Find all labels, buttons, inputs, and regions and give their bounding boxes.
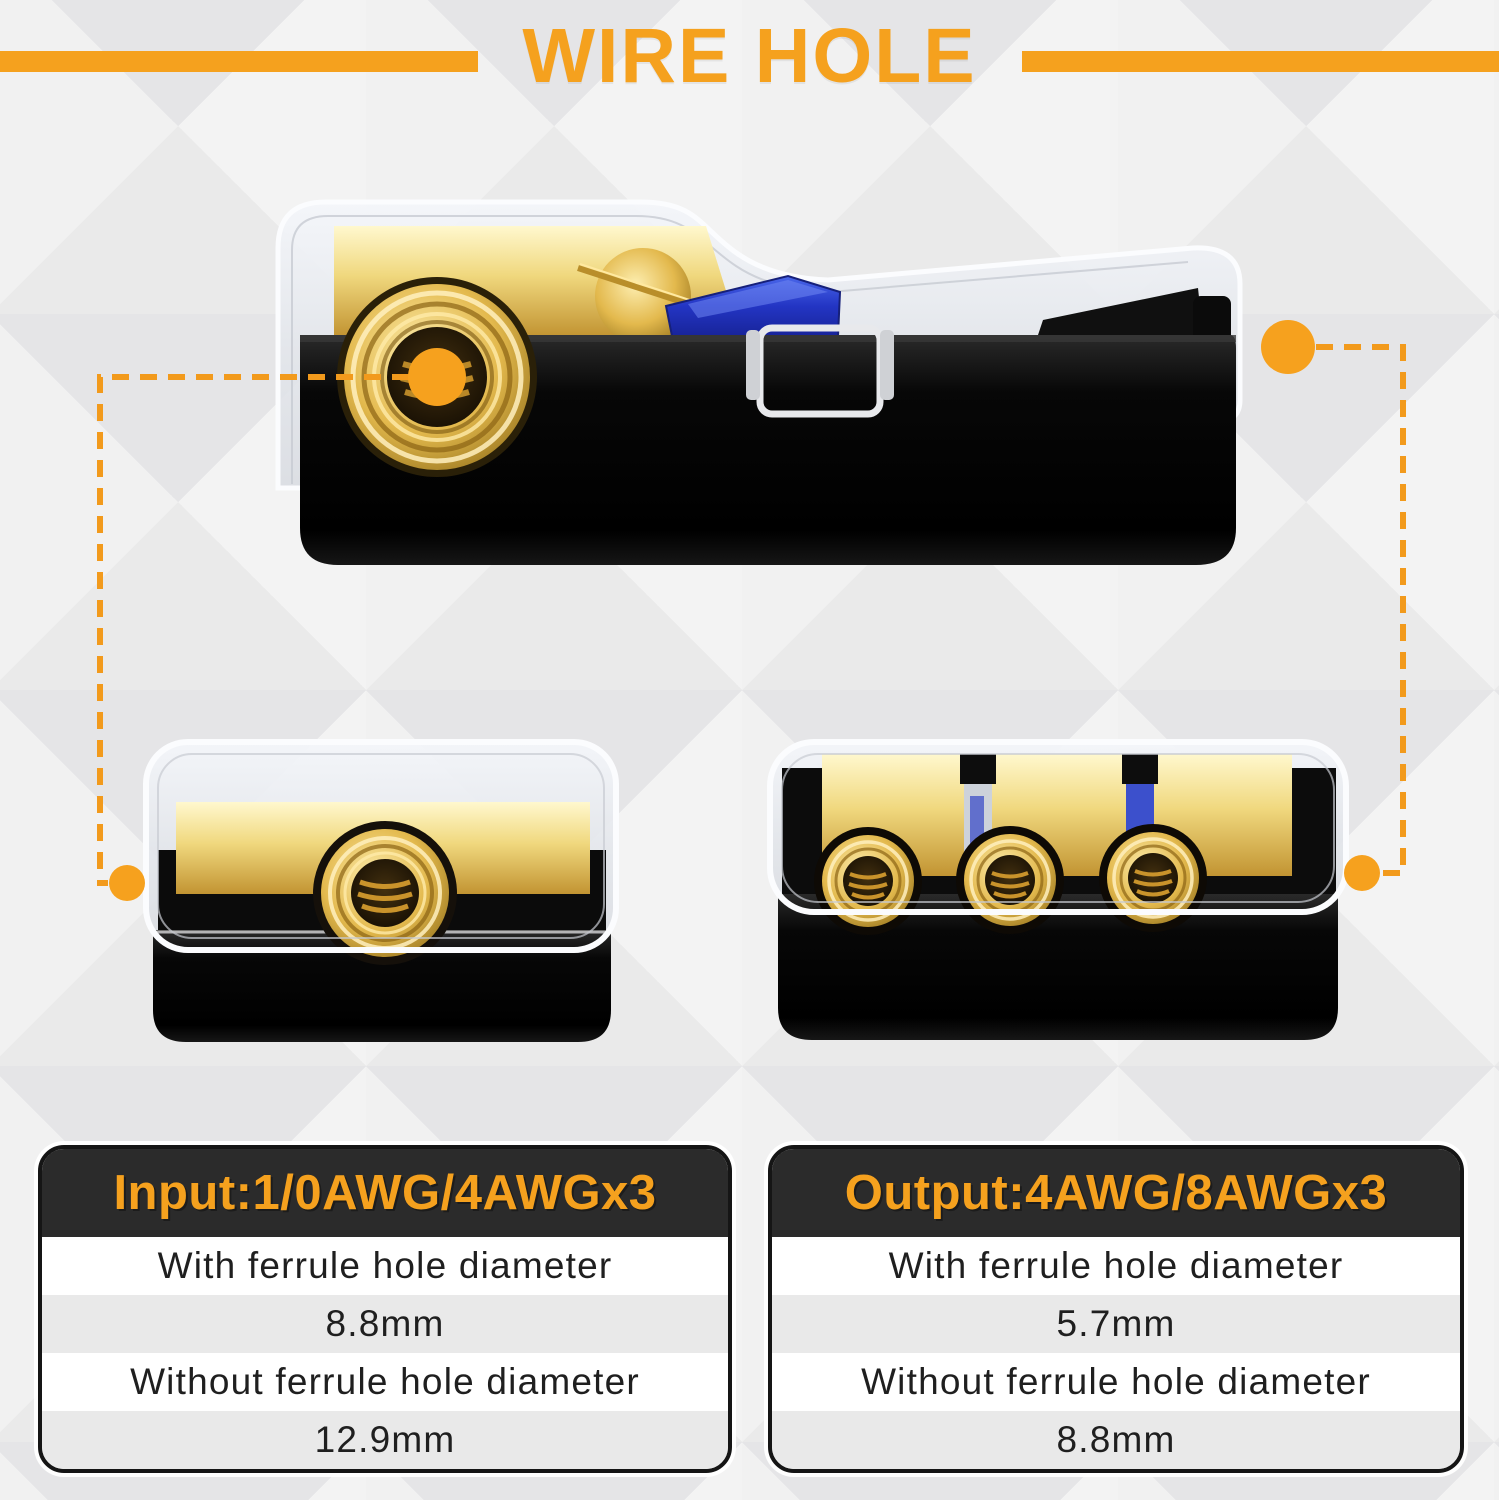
cover-latch-right-bar (880, 330, 894, 400)
wire-hole-marker-dot-input-end (109, 865, 145, 901)
input-spec-table-header: Input:1/0AWG/4AWGx3 (42, 1149, 728, 1237)
output-spec-table: Output:4AWG/8AWGx3 With ferrule hole dia… (768, 1145, 1464, 1473)
output-spec-row-value-1: 5.7mm (772, 1295, 1460, 1353)
fuse-holder-side-view-photo (275, 199, 1243, 565)
output-spec-row-label-1: With ferrule hole diameter (772, 1237, 1460, 1295)
clear-cover-highlight (767, 739, 1349, 915)
wire-hole-marker-dot-output-end (1344, 855, 1380, 891)
clear-cover-inner-line (781, 753, 1335, 903)
callout-dashed-line-right (1288, 344, 1406, 876)
input-spec-row-label-1: With ferrule hole diameter (42, 1237, 728, 1295)
output-spec-table-header: Output:4AWG/8AWGx3 (772, 1149, 1460, 1237)
input-spec-row-value-2: 12.9mm (42, 1411, 728, 1469)
black-base (778, 894, 1338, 1040)
input-spec-row-value-1: 8.8mm (42, 1295, 728, 1353)
input-ring-terminal (313, 821, 457, 965)
page-title: WIRE HOLE (522, 13, 977, 99)
clear-cover-highlight (143, 739, 619, 953)
fuse-sliver-silver-blue (970, 796, 984, 846)
input-spec-table: Input:1/0AWG/4AWGx3 With ferrule hole di… (38, 1145, 732, 1473)
cover-latch-left-bar (746, 330, 760, 400)
blue-fuse-facet (688, 280, 828, 318)
black-base (153, 930, 611, 1042)
input-hole-end-view-photo (143, 739, 619, 1042)
clear-cover-inner-line (157, 753, 605, 939)
title-accent-bar-right (1022, 51, 1499, 72)
wire-hole-marker-dot-input-side (408, 348, 466, 406)
inner-gold-dome (595, 248, 691, 344)
sliver-clamp-2 (1122, 754, 1158, 784)
callout-dashed-line-left (97, 374, 437, 886)
output-spec-row-value-2: 8.8mm (772, 1411, 1460, 1469)
output-ring-terminal-1 (814, 827, 922, 935)
output-holes-end-view-photo (767, 739, 1349, 1040)
wire-hole-marker-dot-output-side (1261, 320, 1315, 374)
body-top-bevel (300, 335, 1236, 342)
right-end-block (1038, 288, 1203, 335)
sliver-clamp-1 (960, 754, 996, 784)
output-spec-row-label-2: Without ferrule hole diameter (772, 1353, 1460, 1411)
input-spec-row-label-2: Without ferrule hole diameter (42, 1353, 728, 1411)
title-accent-bar-left (0, 51, 478, 72)
